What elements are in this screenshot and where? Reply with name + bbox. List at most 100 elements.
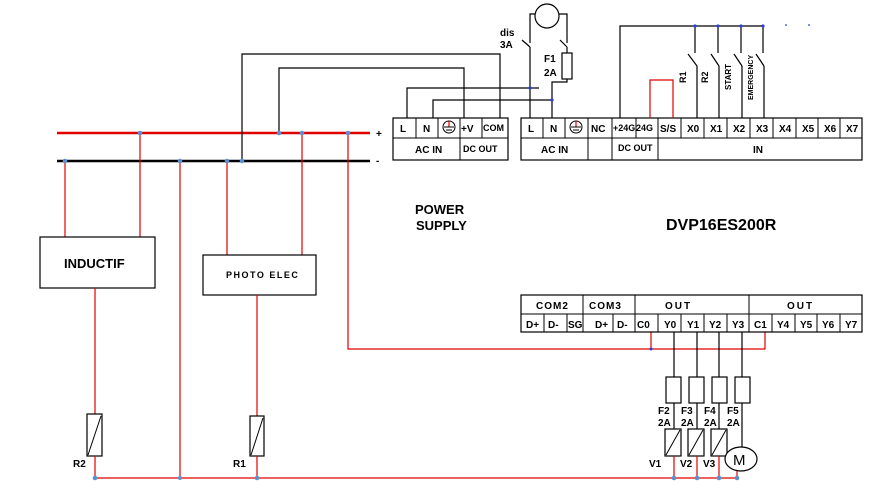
breaker-label: dis [500,28,515,39]
sensor-inductif-box [39,236,156,289]
plc-terminal-x1: X1 [710,124,723,135]
fuse-f3-icon [688,376,705,404]
plc-terminal-x3: X3 [756,124,769,135]
input-label-start: START [724,64,733,90]
wire-24g-common [619,25,763,118]
plc-group-out-2: OUT [787,301,814,312]
wire-psu-N [432,99,552,118]
relay-coil-r2-slash [87,415,102,456]
lamp-wire-left [529,13,535,43]
bus-minus-label: - [376,156,379,167]
plc-out-terminal-y7: Y7 [845,320,858,331]
plc-group-ac-in: AC IN [541,145,568,156]
sensor-photo-box [202,254,317,296]
fuse-f2-rating: 2A [658,418,671,429]
plc-terminal-24g: 24G [636,123,653,133]
plc-out-terminal-dplus-2: D+ [595,320,608,331]
relay-coil-r1-slash [250,417,264,456]
fuse-f1-icon [561,52,573,80]
psu-terminal-L: L [400,124,406,135]
relay-r1-label: R1 [233,459,246,470]
plc-out-terminal-dminus: D- [548,320,559,331]
psu-terminal-com: COM [483,123,504,133]
fuse-f5-label: F5 [727,406,739,417]
plc-terminal-x0: X0 [687,124,700,135]
valve-v3-label: V3 [703,459,716,470]
plc-out-terminal-c0: C0 [637,320,650,331]
plc-out-terminal-y0: Y0 [664,320,677,331]
plc-out-terminal-sg: SG [568,320,583,331]
valve-v1-label: V1 [649,459,662,470]
plc-terminal-L: L [528,124,534,135]
breaker-rating: 3A [500,40,513,51]
plc-out-terminal-y4: Y4 [777,320,790,331]
fuse-f5-rating: 2A [727,418,740,429]
input-switch-start [733,26,743,118]
plc-group-dc-out: DC OUT [618,143,653,153]
plc-out-terminal-y2: Y2 [709,320,722,331]
fuse-f4-label: F4 [704,406,716,417]
plc-group-out-1: OUT [665,301,692,312]
fuse-f3-label: F3 [681,406,693,417]
wire-plus-to-c1 [347,133,766,350]
wire-v-to-plus [278,67,465,133]
fuse-f5-icon [734,376,751,404]
input-switch-emergency [755,26,765,118]
input-switch-r1 [687,26,698,118]
plc-terminal-x4: X4 [779,124,792,135]
plc-out-terminal-y5: Y5 [800,320,813,331]
psu-group-ac-in: AC IN [415,145,442,156]
wire-plc-N [551,79,568,118]
plc-group-com2: COM2 [536,301,569,312]
psu-group-dc-out: DC OUT [463,144,498,154]
plc-bottom-block: COM2 COM3 OUT OUT D+ D- SG D+ D- C0 Y0 Y… [520,294,863,333]
plc-model-title: DVP16ES200R [666,217,777,234]
psu-terminal-N: N [423,124,430,135]
fuse-f2-icon [665,376,682,404]
relay-r2-label: R2 [73,459,86,470]
junctions [62,130,740,481]
plc-out-terminal-y1: Y1 [687,320,700,331]
valve-v2-label: V2 [680,459,693,470]
plc-out-terminal-y3: Y3 [732,320,745,331]
breaker-switch-icon [521,39,531,48]
plc-group-in: IN [753,145,763,156]
motor-icon [724,446,758,472]
plc-terminal-x7: X7 [846,124,859,135]
plc-terminal-x5: X5 [802,124,815,135]
motor-label: M [733,452,746,469]
power-supply-title-line1: POWER [415,202,465,217]
psu-terminal-v: +V [461,124,474,135]
input-switch-r2 [710,26,720,118]
top-junctions [528,24,810,102]
earth-icon [442,120,456,134]
breaker-switch-icon-2 [559,39,568,48]
wire-24g-ss-jumper [649,79,674,118]
earth-icon [569,120,583,134]
power-supply-title-line2: SUPPLY [416,218,467,233]
wire-com-to-minus [241,53,501,161]
input-label-r1: R1 [678,71,688,83]
plc-terminal-x2: X2 [733,124,746,135]
wire-psu-L [406,87,539,118]
plc-group-com3: COM3 [589,301,622,312]
power-supply-block: L N +V COM AC IN DC OUT [392,117,509,161]
fuse-f2-label: F2 [658,406,670,417]
output-chain [664,332,758,478]
plc-terminal-N: N [550,124,557,135]
plc-terminal-24g-plus: +24G [613,123,635,133]
fuse-f1-rating: 2A [544,68,557,79]
fuse-f1-label: F1 [544,54,556,65]
plc-top-block: L N NC +24G 24G S/S X0 X1 X2 X3 X4 X5 X6… [520,117,863,161]
plc-terminal-ss: S/S [660,124,676,135]
sensor-inductif-label: INDUCTIF [64,256,125,271]
bus-plus-label: + [376,129,382,140]
sensor-photo-label: PHOTO ELEC [226,270,299,280]
plc-out-terminal-dplus: D+ [526,320,539,331]
lamp-wire-right [559,13,568,43]
fuse-f3-rating: 2A [681,418,694,429]
plc-terminal-x6: X6 [824,124,837,135]
fuse-f4-icon [711,376,728,404]
input-label-r2: R2 [700,71,710,83]
